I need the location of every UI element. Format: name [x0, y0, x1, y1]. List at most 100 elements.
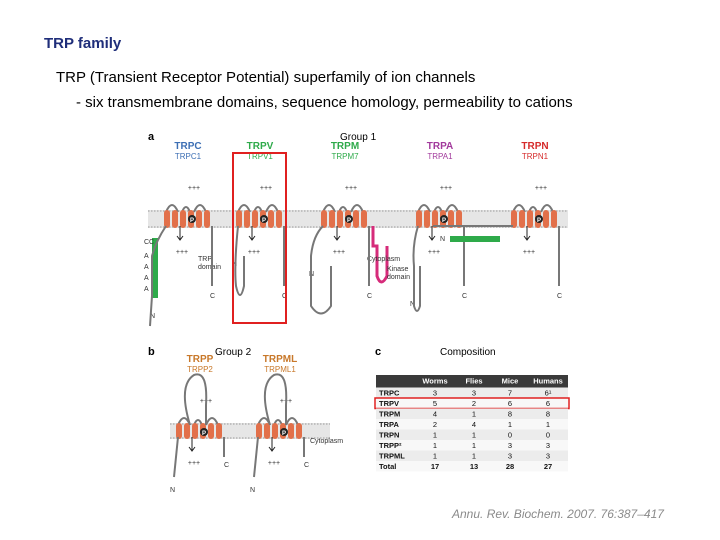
- pore-p-label: P: [282, 431, 286, 437]
- table-cell: 3: [508, 441, 512, 450]
- channel-member-label: TRPC1: [175, 152, 202, 161]
- table-cell: TRPA: [379, 420, 399, 429]
- c-terminus-label: C: [210, 293, 215, 300]
- n-terminal-tail: [234, 225, 245, 296]
- transmembrane-helix: [272, 423, 278, 439]
- transmembrane-helix: [543, 210, 549, 228]
- charge-label: +++: [440, 185, 452, 192]
- arrow: [188, 437, 196, 452]
- table-row-background: [376, 408, 568, 419]
- trp-domain-label-1: TRP: [198, 256, 212, 263]
- table-cell: 7: [508, 389, 512, 398]
- transmembrane-helix: [432, 210, 438, 228]
- pore-p-label: P: [190, 218, 194, 224]
- transmembrane-helix: [353, 210, 359, 228]
- panel-c-label: c: [375, 346, 381, 358]
- extracellular-loop: [183, 373, 208, 426]
- charge-label: +++: [535, 185, 547, 192]
- transmembrane-helix: [172, 210, 178, 228]
- table-cell: Total: [379, 462, 396, 471]
- transmembrane-helix: [361, 210, 367, 228]
- transmembrane-helix: [527, 210, 533, 228]
- pore-p-marker: [200, 428, 208, 436]
- table-cell: TRPML: [379, 452, 405, 461]
- c-terminus-label: C: [224, 462, 229, 469]
- charge-label: +++: [428, 249, 440, 256]
- table-cell: TRPN: [379, 431, 399, 440]
- transmembrane-helix: [196, 210, 202, 228]
- ankyrin-repeats: [152, 238, 158, 298]
- channel-member-label: TRPM7: [331, 152, 359, 161]
- transmembrane-helix: [321, 210, 327, 228]
- transmembrane-helix: [264, 423, 270, 439]
- charge-label: +++: [345, 185, 357, 192]
- transmembrane-helix: [424, 210, 430, 228]
- table-cell: 6: [508, 399, 512, 408]
- ankyrin-a-label: A: [144, 275, 149, 282]
- transmembrane-helix: [244, 210, 250, 228]
- table-cell: 1: [472, 441, 476, 450]
- table-cell: 4: [472, 420, 476, 429]
- channel-family-label: TRPN: [521, 141, 548, 152]
- transmembrane-helix: [296, 423, 302, 439]
- table-cell: 3: [546, 441, 550, 450]
- slide-title: TRP family: [44, 35, 122, 52]
- arrow: [268, 437, 276, 452]
- table-row-background: [376, 450, 568, 461]
- table-cell: 1: [433, 441, 437, 450]
- transmembrane-helix: [519, 210, 525, 228]
- charge-label: +++: [188, 460, 200, 467]
- transmembrane-helix: [256, 423, 262, 439]
- channel-member-label: TRPA1: [427, 152, 453, 161]
- cc-label: CC: [144, 239, 154, 246]
- c-terminus-label: C: [282, 293, 287, 300]
- table-cell: 2: [433, 420, 437, 429]
- table-cell: TRPP²: [379, 441, 402, 450]
- pore-p-label: P: [347, 218, 351, 224]
- channel-member-label: TRPML1: [264, 365, 296, 374]
- transmembrane-helix: [180, 210, 186, 228]
- transmembrane-helix: [192, 423, 198, 439]
- c-terminus-label: C: [462, 293, 467, 300]
- group1-label: Group 1: [340, 132, 377, 143]
- trp-figure: a Group 1 b Group 2 c Composition TRPCTR…: [144, 131, 570, 494]
- transmembrane-helix: [216, 423, 222, 439]
- transmembrane-helix: [176, 423, 182, 439]
- n-terminal-tail: [412, 225, 421, 312]
- table-cell: 2: [472, 399, 476, 408]
- composition-label: Composition: [440, 347, 496, 358]
- table-cell: 3: [472, 389, 476, 398]
- n-terminus-label: N: [150, 313, 155, 320]
- table-cell: 3: [433, 389, 437, 398]
- arrow: [523, 226, 531, 241]
- transmembrane-helix: [511, 210, 517, 228]
- channel-family-label: TRPP: [187, 354, 214, 365]
- table-row-background: [376, 461, 568, 472]
- charge-label: +++: [523, 249, 535, 256]
- table-header-cell: Mice: [502, 377, 519, 386]
- charge-label: +++: [176, 249, 188, 256]
- citation: Annu. Rev. Biochem. 2007. 76:387–417: [452, 507, 664, 521]
- n-terminus-label: N: [250, 487, 255, 494]
- table-cell: 1: [508, 420, 512, 429]
- n-terminal-tail: [173, 436, 179, 478]
- n-terminus-label: N: [170, 487, 175, 494]
- table-row: TRPP² 1 1 3 3: [376, 440, 568, 451]
- table-cell: 1: [433, 431, 437, 440]
- table-cell: 0: [546, 431, 550, 440]
- transmembrane-helix: [184, 423, 190, 439]
- table-cell: 3: [508, 452, 512, 461]
- table-cell: 1: [472, 431, 476, 440]
- table-header-cell: Humans: [533, 377, 563, 386]
- pore-p-marker: [280, 428, 288, 436]
- table-cell: 8: [508, 410, 512, 419]
- cytoplasm-label: Cytoplasm: [367, 256, 400, 263]
- transmembrane-helix: [268, 210, 274, 228]
- transmembrane-helix: [551, 210, 557, 228]
